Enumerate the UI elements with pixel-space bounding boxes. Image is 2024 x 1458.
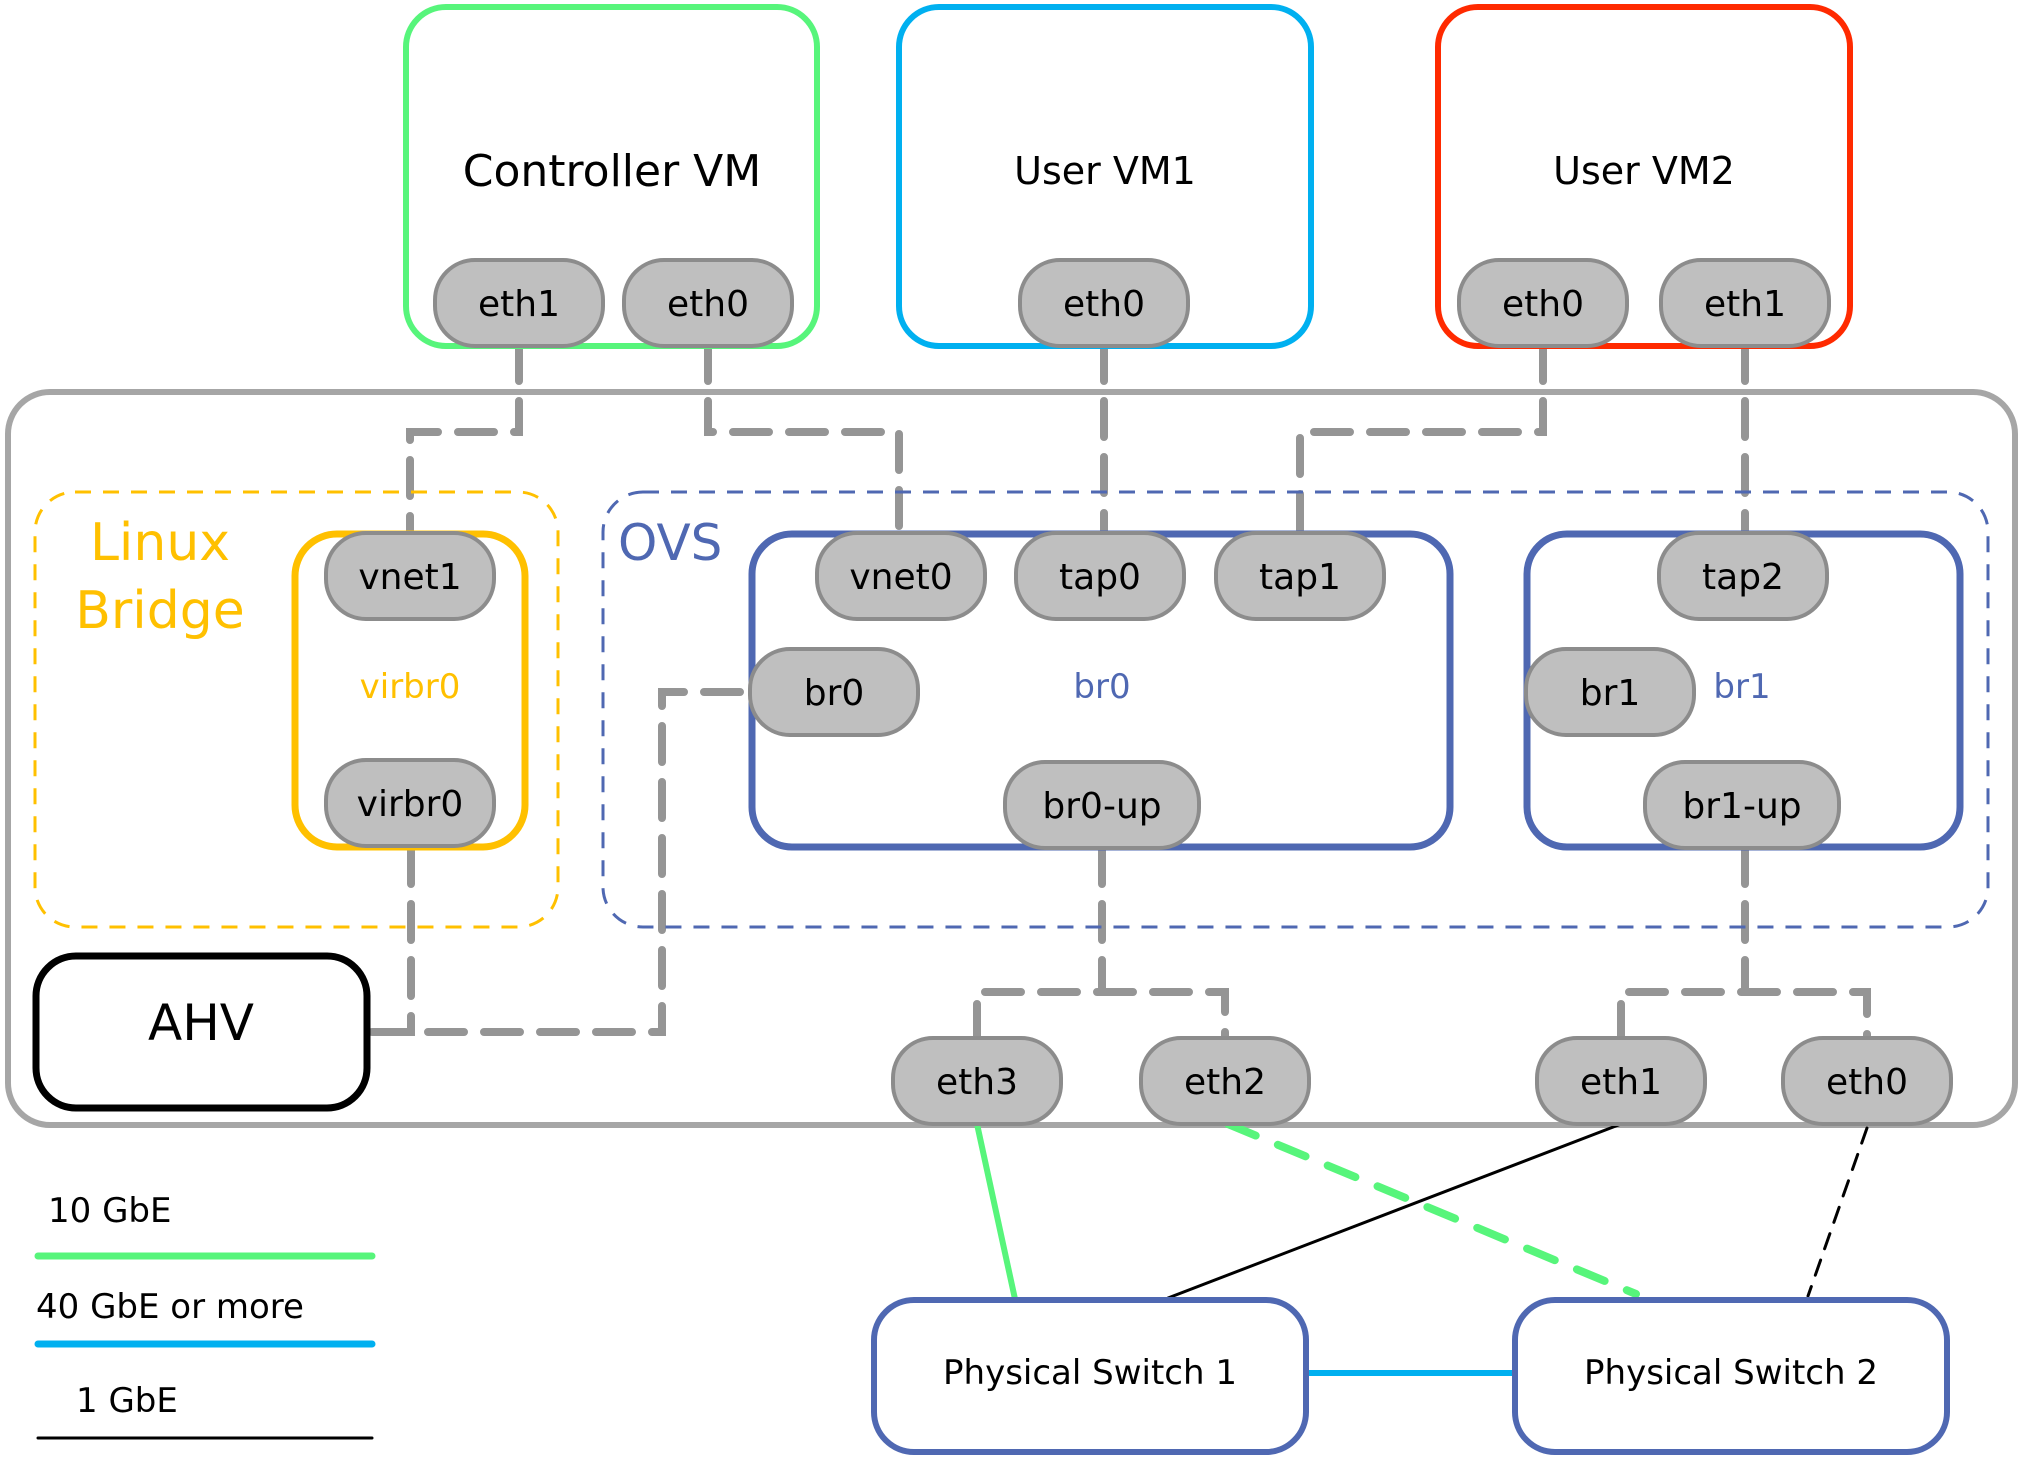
port-pill xyxy=(1139,1036,1311,1126)
port-vnet0[interactable]: vnet0 xyxy=(815,531,987,621)
physical-switch-2[interactable]: Physical Switch 2 xyxy=(1512,1297,1950,1455)
ahv-box xyxy=(32,952,371,1112)
ovs-title: OVS xyxy=(618,514,722,572)
port-pill xyxy=(324,758,496,848)
port-br1-up[interactable]: br1-up xyxy=(1643,760,1841,850)
link-cvm-eth1-vnet1 xyxy=(406,341,523,537)
port-pill xyxy=(1643,760,1841,850)
port-uvm1-eth0[interactable]: eth0 xyxy=(1018,258,1190,348)
switch-box xyxy=(1512,1297,1950,1455)
port-pill xyxy=(1003,760,1201,850)
linux-bridge-title-line2: Bridge xyxy=(75,581,245,641)
ovs-boundary xyxy=(601,490,1990,929)
vm-title: User VM1 xyxy=(1014,149,1196,193)
legend-label-10gbe: 10 GbE xyxy=(48,1191,171,1231)
port-label: eth1 xyxy=(1580,1062,1662,1103)
port-tap0[interactable]: tap0 xyxy=(1014,531,1186,621)
port-br0-internal[interactable]: br0 xyxy=(748,647,920,737)
port-label: virbr0 xyxy=(357,784,464,825)
port-label: eth2 xyxy=(1184,1062,1266,1103)
br1-bridge-name: br1 xyxy=(1713,667,1770,707)
port-pill xyxy=(1535,1036,1707,1126)
link-eth0-switch2 xyxy=(1806,1126,1869,1298)
port-label: eth0 xyxy=(1826,1062,1908,1103)
port-tap1[interactable]: tap1 xyxy=(1214,531,1386,621)
link-bond1-eth1 xyxy=(1617,988,1871,1044)
port-nic-eth2[interactable]: eth2 xyxy=(1139,1036,1311,1126)
link-eth3-switch1 xyxy=(974,1121,1018,1302)
port-virbr0[interactable]: virbr0 xyxy=(324,758,496,848)
link-eth2-switch2 xyxy=(1224,1120,1640,1298)
vm-box xyxy=(1435,4,1853,349)
virbr0-bridge-name: virbr0 xyxy=(360,667,461,707)
vm-box xyxy=(403,4,820,349)
physical-links xyxy=(974,1120,1869,1376)
port-br1-internal[interactable]: br1 xyxy=(1524,647,1696,737)
port-label: br0-up xyxy=(1042,786,1161,827)
port-label: eth3 xyxy=(936,1062,1018,1103)
linux-bridge-title-line1: Linux xyxy=(90,513,230,573)
port-uvm2-eth1[interactable]: eth1 xyxy=(1659,258,1831,348)
port-label: br1-up xyxy=(1682,786,1801,827)
port-pill xyxy=(815,531,987,621)
port-pill xyxy=(1018,258,1190,348)
port-cvm-eth1[interactable]: eth1 xyxy=(433,258,605,348)
physical-switch-1[interactable]: Physical Switch 1 xyxy=(871,1297,1309,1455)
port-pill xyxy=(1524,647,1696,737)
port-tap2[interactable]: tap2 xyxy=(1657,531,1829,621)
port-label: tap1 xyxy=(1259,557,1341,598)
port-label: eth1 xyxy=(1704,284,1786,325)
ports: eth1 eth0 eth0 eth0 eth1 vnet1 virbr0 vnet0 tap0… xyxy=(324,258,1953,1126)
port-label: vnet0 xyxy=(849,557,952,598)
port-pill xyxy=(891,1036,1063,1126)
vm-controller[interactable]: Controller VM xyxy=(403,4,820,349)
ahv-host[interactable]: AHV xyxy=(32,952,371,1112)
port-nic-eth1[interactable]: eth1 xyxy=(1535,1036,1707,1126)
port-nic-eth3[interactable]: eth3 xyxy=(891,1036,1063,1126)
link-bond0-eth3 xyxy=(973,988,1229,1044)
link-ahv-br0 xyxy=(368,688,754,1036)
ahv-label: AHV xyxy=(148,994,254,1052)
port-pill xyxy=(433,258,605,348)
port-uvm2-eth0[interactable]: eth0 xyxy=(1457,258,1629,348)
port-nic-eth0[interactable]: eth0 xyxy=(1781,1036,1953,1126)
port-label: eth0 xyxy=(1502,284,1584,325)
port-label: tap0 xyxy=(1059,557,1141,598)
link-cvm-eth0-vnet0 xyxy=(704,341,903,540)
vm-title: Controller VM xyxy=(463,146,761,197)
port-pill xyxy=(1457,258,1629,348)
switch-box xyxy=(871,1297,1309,1455)
port-pill xyxy=(1781,1036,1953,1126)
port-pill xyxy=(1014,531,1186,621)
vm-title: User VM2 xyxy=(1553,149,1735,193)
link-eth1-switch1 xyxy=(1166,1122,1623,1300)
port-label: eth0 xyxy=(667,284,749,325)
port-pill xyxy=(622,258,794,348)
port-pill xyxy=(748,647,920,737)
port-pill xyxy=(324,531,496,621)
port-label: tap2 xyxy=(1702,557,1784,598)
port-label: vnet1 xyxy=(358,557,461,598)
switch-label: Physical Switch 1 xyxy=(943,1353,1237,1393)
vm-links xyxy=(368,341,1871,1044)
port-label: br1 xyxy=(1580,673,1641,714)
vm-uservm2[interactable]: User VM2 xyxy=(1435,4,1853,349)
port-br0-up[interactable]: br0-up xyxy=(1003,760,1201,850)
legend: 10 GbE 40 GbE or more 1 GbE xyxy=(34,1191,376,1440)
legend-label-1gbe: 1 GbE xyxy=(76,1381,178,1421)
port-cvm-eth0[interactable]: eth0 xyxy=(622,258,794,348)
br0-bridge-name: br0 xyxy=(1073,667,1130,707)
port-label: eth0 xyxy=(1063,284,1145,325)
port-pill xyxy=(1659,258,1831,348)
port-label: br0 xyxy=(804,673,865,714)
port-pill xyxy=(1657,531,1829,621)
switch-label: Physical Switch 2 xyxy=(1584,1353,1878,1393)
legend-label-40gbe: 40 GbE or more xyxy=(36,1287,304,1327)
port-pill xyxy=(1214,531,1386,621)
port-label: eth1 xyxy=(478,284,560,325)
linux-bridge-boundary xyxy=(33,490,560,929)
port-vnet1[interactable]: vnet1 xyxy=(324,531,496,621)
